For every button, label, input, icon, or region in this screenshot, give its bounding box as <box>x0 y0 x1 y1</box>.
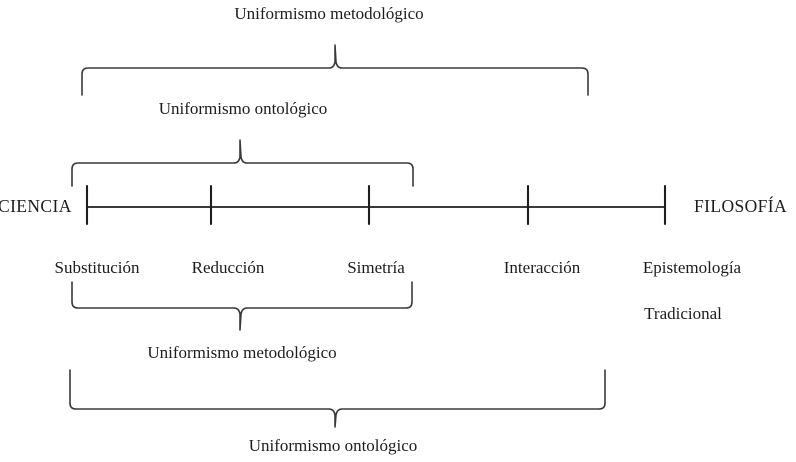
axis-tick-label-substitucion: Substitución <box>54 258 140 277</box>
axis-tick-label-simetria: Simetría <box>347 258 405 277</box>
label-bottom-uniformismo-ontologico: Uniformismo ontológico <box>248 436 418 455</box>
title-top-uniformismo-metodologico: Uniformismo metodológico <box>234 4 424 23</box>
axis-endpoint-filosofia: FILOSOFÍA <box>694 196 788 216</box>
axis-endpoint-ciencia: CIENCIA <box>0 196 72 216</box>
brace-bottom-ontologico <box>69 369 606 428</box>
axis-tick-label-tradicional: Tradicional <box>644 304 722 323</box>
axis-tick-label-interaccion: Interacción <box>503 258 581 277</box>
label-upper-uniformismo-ontologico: Uniformismo ontológico <box>158 99 328 118</box>
axis-tick-label-reduccion: Reducción <box>191 258 265 277</box>
brace-upper-ontologico <box>71 139 414 187</box>
axis-tick-label-epistemologia: Epistemología <box>642 258 742 277</box>
brace-lower-metodologico <box>71 281 413 331</box>
brace-top-metodologico <box>81 44 589 96</box>
label-lower-uniformismo-metodologico: Uniformismo metodológico <box>147 343 337 362</box>
